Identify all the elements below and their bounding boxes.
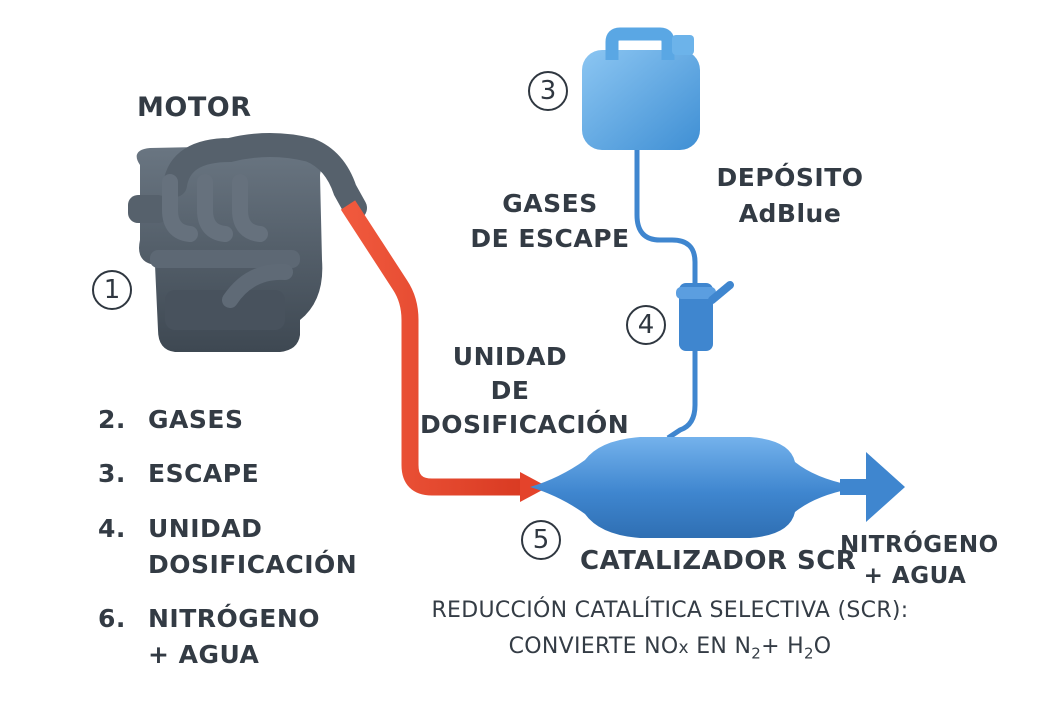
scr-caption-line1: REDUCCIÓN CATALÍTICA SELECTIVA (SCR):: [431, 598, 909, 623]
outlet-arrow-head: [866, 452, 905, 522]
caption-n2-sub: 2: [751, 644, 762, 663]
exhaust-pipe: [340, 200, 525, 496]
list-item-text: NITRÓGENO + AGUA: [148, 604, 321, 670]
marker-3: 3: [528, 71, 568, 111]
list-item-number: 4.: [98, 513, 126, 543]
list-item: 2. GASES: [98, 402, 388, 438]
list-item-number: 2.: [98, 405, 126, 434]
deposito-adblue-label: DEPÓSITO AdBlue: [716, 163, 864, 229]
caption-mid: EN N: [688, 634, 752, 659]
adblue-tank-icon: [582, 27, 700, 150]
scr-caption-line2: CONVIERTE NOx EN N2+ H2O: [420, 634, 920, 662]
scr-catalyst-icon: [530, 437, 850, 538]
list-item: 3. ESCAPE: [98, 456, 388, 492]
dosing-unit-icon: [676, 281, 734, 351]
caption-prefix: CONVIERTE NO: [508, 634, 679, 659]
list-item-number: 6.: [98, 604, 126, 633]
caption-x-sub: x: [678, 638, 689, 658]
nitrogeno-agua-label: NITRÓGENO + AGUA: [840, 532, 999, 590]
component-list: 2. GASES 3. ESCAPE 4. UNIDAD DOSIFICACIÓ…: [98, 402, 388, 692]
caption-plus: + H: [761, 634, 804, 659]
motor-label: MOTOR: [137, 92, 252, 123]
catalizador-label: CATALIZADOR SCR: [580, 546, 857, 576]
marker-5: 5: [521, 520, 561, 560]
marker-4: 4: [626, 305, 666, 345]
list-item-text: ESCAPE: [148, 459, 260, 489]
marker-1: 1: [92, 270, 132, 310]
list-item-text: GASES: [148, 405, 244, 434]
list-item: 6. NITRÓGENO + AGUA: [98, 601, 388, 674]
unidad-dosificacion-label: UNIDAD DE DOSIFICACIÓN: [420, 342, 630, 439]
caption-end: O: [813, 634, 832, 659]
gases-escape-label: GASES DE ESCAPE: [470, 189, 630, 253]
list-item-number: 3.: [98, 459, 126, 489]
caption-h2-sub: 2: [803, 644, 814, 663]
list-item: 4. UNIDAD DOSIFICACIÓN: [98, 511, 388, 584]
list-item-text: UNIDAD DOSIFICACIÓN: [148, 513, 358, 579]
outlet-pipe: [840, 479, 870, 495]
adblue-feed-line: [634, 150, 698, 285]
engine-icon: [128, 133, 367, 352]
dosing-injection-line: [666, 351, 698, 441]
